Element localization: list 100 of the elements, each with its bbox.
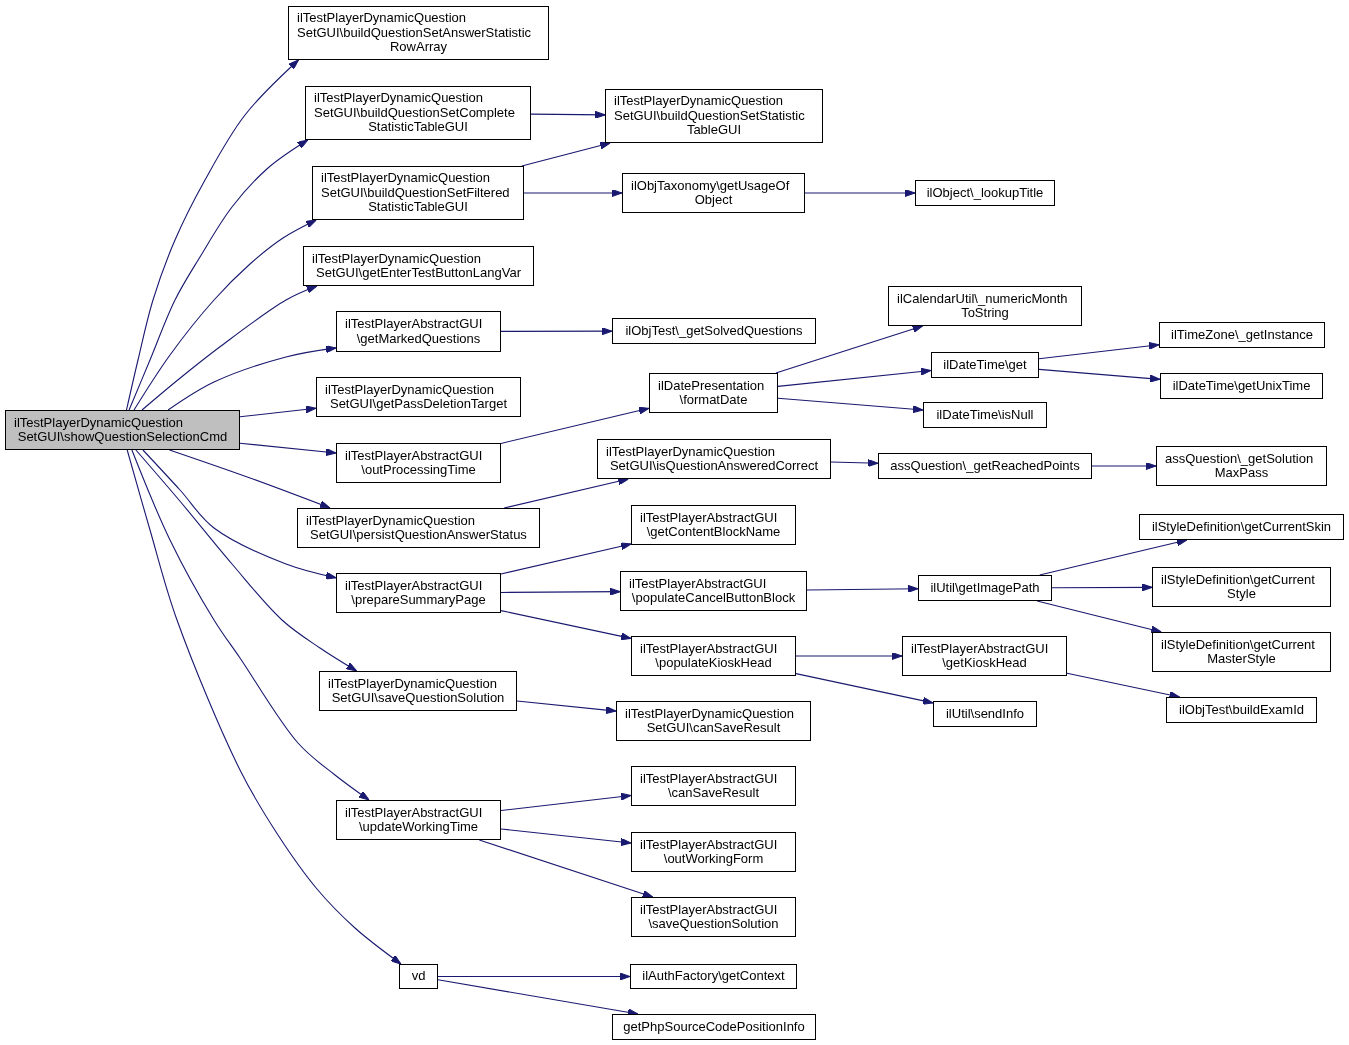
function-box	[305, 86, 531, 140]
function-box	[303, 246, 534, 286]
function-name: ilTestPlayerDynamicQuestion SetGUI\isQuestionAnsweredCorrect	[606, 444, 820, 474]
function-name: ilUtil\sendInfo	[945, 706, 1024, 722]
function-box	[620, 571, 807, 611]
function-name: ilObjTest\buildExamId	[1179, 702, 1304, 718]
function-name: ilTestPlayerAbstractGUI \populateKioskHead	[640, 641, 779, 671]
function-name: ilTestPlayerDynamicQuestion SetGUI\getEnterTestButtonLangVar	[312, 251, 522, 281]
call-arrow	[128, 139, 309, 411]
function-name: ilStyleDefinition\getCurrent MasterStyle	[1161, 637, 1316, 667]
call-arrow	[523, 189, 623, 197]
function-name: ilObjTest\_getSolvedQuestions	[625, 323, 803, 339]
call-arrow	[1091, 462, 1157, 470]
call-arrow	[1036, 600, 1162, 634]
function-box	[631, 636, 796, 676]
call-arrow	[437, 972, 631, 981]
function-box	[878, 453, 1092, 479]
call-arrow	[795, 652, 903, 660]
function-box	[631, 897, 796, 937]
function-box	[888, 286, 1082, 326]
function-name: ilStyleDefinition\getCurrentSkin	[1151, 519, 1332, 535]
function-name: ilTestPlayerDynamicQuestion SetGUI\canSaveResult	[625, 706, 796, 736]
function-name: ilObjTaxonomy\getUsageOf Object	[631, 178, 791, 208]
function-name: ilDatePresentation \formatDate	[658, 378, 766, 408]
call-arrow	[126, 449, 402, 965]
function-name: ilTestPlayerAbstractGUI \getContentBlockName	[640, 510, 782, 540]
function-box	[931, 352, 1039, 378]
function-name: ilTestPlayerDynamicQuestion SetGUI\buildQuestionSetComplete StatisticTableGUI	[314, 91, 516, 135]
function-box	[319, 671, 517, 711]
function-box	[616, 701, 811, 741]
function-name: ilDateTime\getUnixTime	[1172, 378, 1311, 394]
function-name: ilCalendarUtil\_numericMonth ToString	[897, 291, 1069, 321]
function-name: ilStyleDefinition\getCurrent Style	[1161, 572, 1316, 602]
function-name: ilTestPlayerAbstractGUI \populateCancelButtonBlock	[629, 576, 797, 606]
function-box	[923, 402, 1047, 428]
call-arrow	[239, 442, 337, 456]
call-arrow	[141, 285, 318, 411]
function-box	[1139, 514, 1344, 540]
function-box	[1160, 373, 1323, 399]
function-name: ilTestPlayerDynamicQuestion SetGUI\buildQuestionSetFiltered StatisticTableGUI	[321, 171, 511, 215]
function-name: ilTestPlayerAbstractGUI \outProcessingTime	[345, 448, 484, 478]
function-name: ilTestPlayerAbstractGUI \outWorkingForm	[640, 837, 779, 867]
call-arrow	[804, 189, 916, 197]
function-name: ilTestPlayerAbstractGUI \getKioskHead	[911, 641, 1050, 671]
function-box	[915, 180, 1055, 206]
function-name: ilTestPlayerAbstractGUI \saveQuestionSolution	[640, 902, 780, 932]
function-box	[918, 575, 1052, 601]
function-box	[622, 173, 805, 213]
call-arrow	[500, 327, 613, 336]
function-box	[288, 6, 549, 60]
call-arrow	[500, 828, 632, 846]
call-arrow	[516, 700, 617, 715]
call-arrow	[503, 477, 629, 509]
call-arrow	[500, 587, 621, 596]
function-box	[612, 1014, 816, 1040]
function-name: ilAuthFactory\getContext	[642, 969, 785, 984]
call-arrow	[500, 610, 632, 641]
function-name: ilTestPlayerDynamicQuestion SetGUI\buildQuestionSetAnswerStatistic RowArray	[297, 11, 533, 55]
function-box	[630, 964, 797, 989]
function-name: ilTestPlayerAbstractGUI \prepareSummaryPage	[345, 578, 487, 608]
function-box	[902, 636, 1067, 676]
call-arrow	[142, 449, 337, 580]
function-box	[297, 508, 540, 548]
function-name: ilTestPlayerAbstractGUI \updateWorkingTime	[345, 805, 484, 835]
function-name: ilObject\_lookupTitle	[926, 185, 1044, 201]
function-box	[1166, 697, 1317, 723]
call-arrow	[1039, 538, 1188, 576]
call-arrow	[830, 459, 879, 467]
function-name: ilTestPlayerDynamicQuestion SetGUI\showQuestionSelectionCmd	[14, 415, 229, 445]
call-arrow	[1038, 368, 1161, 383]
function-name: assQuestion\_getReachedPoints	[890, 458, 1080, 474]
function-box	[631, 832, 796, 872]
call-arrow	[478, 839, 654, 898]
function-name: ilTestPlayerAbstractGUI \getMarkedQuestions	[345, 317, 484, 346]
function-box	[1159, 322, 1325, 348]
call-arrow	[125, 59, 299, 411]
function-box	[1152, 567, 1331, 607]
function-name: vd	[411, 969, 426, 984]
function-box	[312, 166, 524, 220]
function-box	[605, 89, 823, 143]
function-box	[336, 573, 501, 613]
function-name: ilTestPlayerAbstractGUI \canSaveResult	[640, 771, 779, 801]
function-box	[336, 800, 501, 840]
call-arrow	[795, 673, 934, 705]
call-arrow	[239, 405, 317, 418]
function-name: ilTestPlayerDynamicQuestion SetGUI\getPassDeletionTarget	[325, 382, 508, 412]
call-arrow	[1051, 583, 1153, 592]
call-arrow	[777, 367, 932, 387]
function-name: ilDateTime\isNull	[936, 407, 1034, 423]
call-arrow	[500, 406, 650, 444]
function-name: ilDateTime\get	[943, 357, 1027, 373]
function-box	[597, 439, 831, 479]
call-arrow	[775, 325, 924, 374]
function-box	[1152, 632, 1331, 672]
selected-function-box	[5, 410, 240, 450]
call-arrow	[131, 449, 370, 801]
function-box	[631, 505, 796, 545]
call-arrow	[135, 449, 358, 672]
call-arrow	[133, 219, 317, 411]
call-arrow	[167, 345, 337, 411]
